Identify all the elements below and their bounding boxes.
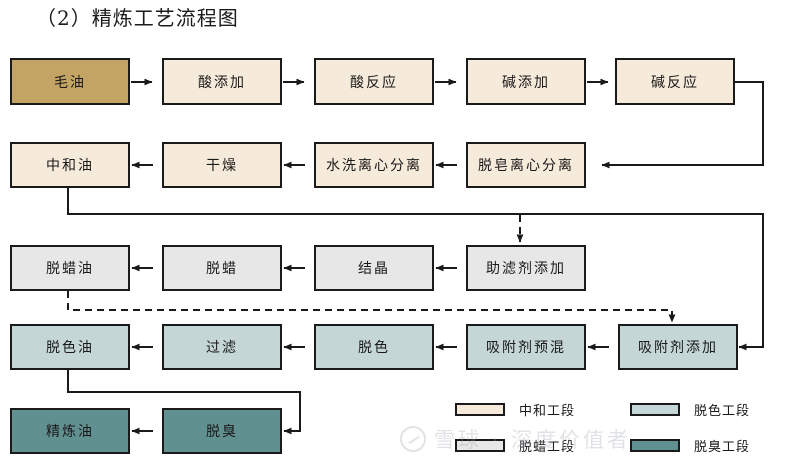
legend-label-deodor: 脱臭工段 (694, 440, 751, 455)
legend-label-dewax: 脱蜡工段 (519, 440, 576, 455)
legend-item-neutral: 中和工段 (455, 400, 575, 419)
node-refined-oil[interactable]: 精炼油 (10, 408, 130, 454)
legend-item-dewax: 脱蜡工段 (455, 436, 575, 455)
legend-item-deodor: 脱臭工段 (630, 436, 750, 455)
node-soap-centrifuge[interactable]: 脱皂离心分离 (466, 142, 586, 188)
node-wash-centrifuge[interactable]: 水洗离心分离 (314, 142, 434, 188)
legend-item-decolor: 脱色工段 (630, 400, 750, 419)
node-crystallization[interactable]: 结晶 (314, 245, 434, 291)
node-neutralized-oil[interactable]: 中和油 (10, 142, 130, 188)
node-crude-oil[interactable]: 毛油 (10, 58, 130, 105)
node-filtration[interactable]: 过滤 (162, 324, 282, 370)
node-alkali-react[interactable]: 碱反应 (615, 58, 735, 105)
legend-swatch-neutral-icon (455, 403, 505, 416)
watermark-logo-icon (400, 426, 426, 452)
node-adsorbent-add[interactable]: 吸附剂添加 (618, 324, 738, 370)
legend-label-decolor: 脱色工段 (694, 404, 751, 419)
node-acid-add[interactable]: 酸添加 (162, 58, 282, 105)
page-title: （2）精炼工艺流程图 (36, 6, 239, 30)
node-decolorized-oil[interactable]: 脱色油 (10, 324, 130, 370)
node-adsorbent-premix[interactable]: 吸附剂预混 (466, 324, 586, 370)
node-filter-aid-add[interactable]: 助滤剂添加 (466, 245, 586, 291)
node-alkali-add[interactable]: 碱添加 (466, 58, 586, 105)
legend-swatch-decolor-icon (630, 403, 680, 416)
node-decolorization[interactable]: 脱色 (314, 324, 434, 370)
node-acid-react[interactable]: 酸反应 (314, 58, 434, 105)
wire-dewaxedoil-to-adsorbentadd (67, 291, 676, 323)
node-drying[interactable]: 干燥 (162, 142, 282, 188)
node-deodorization[interactable]: 脱臭 (162, 408, 282, 454)
node-dewaxed-oil[interactable]: 脱蜡油 (10, 245, 130, 291)
legend-swatch-dewax-icon (455, 439, 505, 452)
legend-label-neutral: 中和工段 (519, 404, 576, 419)
node-dewaxing[interactable]: 脱蜡 (162, 245, 282, 291)
legend-swatch-deodor-icon (630, 439, 680, 452)
